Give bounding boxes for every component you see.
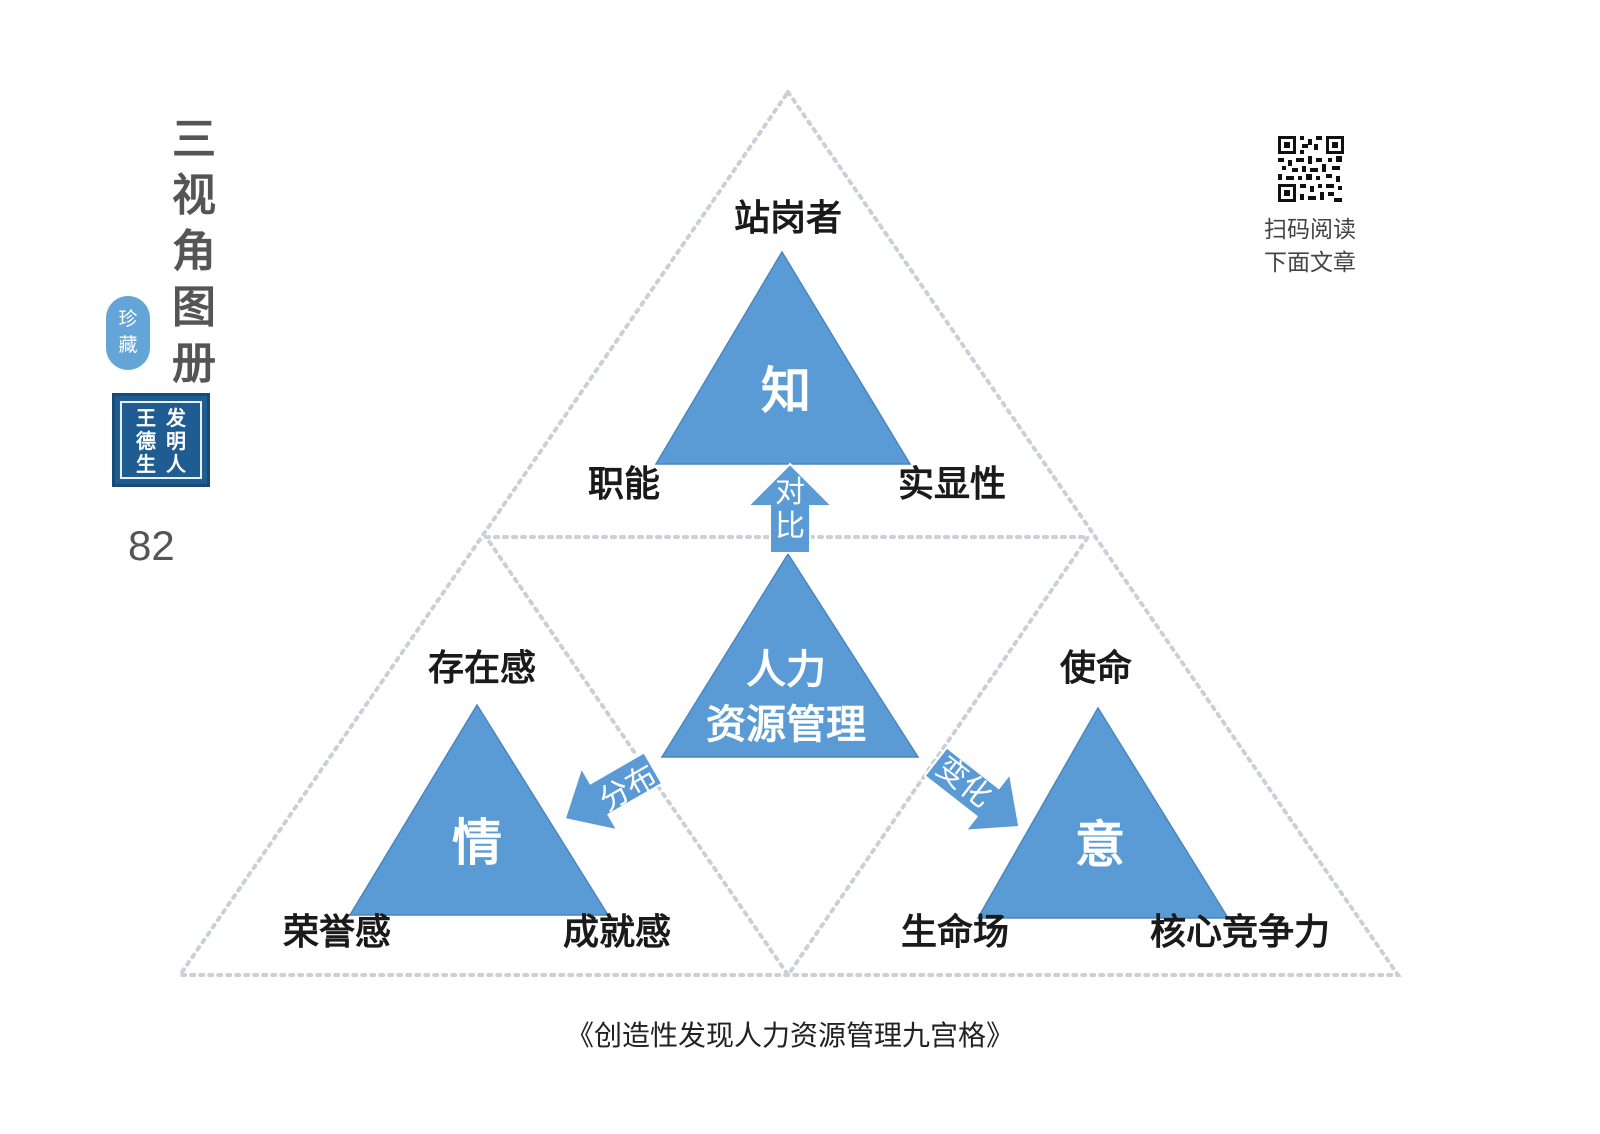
book-title-char: 册 (172, 338, 216, 389)
center-label-line1: 人力 (746, 647, 826, 693)
book-title-char: 角 (172, 226, 216, 277)
inventor-seal: 发 明 人 王 德 生 (112, 393, 210, 487)
up-arrow-label-2: 比 (775, 509, 805, 544)
top-left-label: 职能 (588, 463, 660, 505)
book-title-char: 图 (172, 282, 216, 333)
left-apex-label: 存在感 (428, 647, 536, 689)
seal-char: 明 (166, 429, 186, 453)
book-title-char: 三 (172, 114, 216, 165)
qr-code-icon[interactable] (1278, 136, 1344, 202)
left-right-label: 成就感 (563, 911, 671, 953)
center-triangle (660, 552, 920, 758)
right-triangle (976, 706, 1230, 919)
collection-stamp: 珍 藏 (106, 296, 150, 370)
seal-char: 德 (136, 429, 156, 453)
seal-char: 王 (136, 406, 156, 430)
book-title: 三 视 角 图 册 (166, 112, 222, 392)
stamp-char: 藏 (118, 334, 138, 356)
up-arrow-label-1: 对 (775, 475, 805, 510)
up-arrow (745, 462, 835, 554)
right-left-label: 生命场 (901, 911, 1009, 953)
qr-caption: 扫码阅读 下面文章 (1250, 214, 1370, 280)
diagram-caption: 《创造性发现人力资源管理九宫格》 (566, 1019, 1014, 1052)
center-label-line2: 资源管理 (706, 702, 866, 748)
seal-column-left: 王 德 生 (136, 407, 156, 477)
seal-char: 生 (136, 452, 156, 476)
left-center-label: 情 (452, 814, 502, 872)
qr-caption-line: 下面文章 (1264, 250, 1356, 276)
seal-char: 发 (166, 406, 186, 430)
right-right-label: 核心竞争力 (1150, 911, 1330, 953)
left-arrow (563, 751, 664, 832)
left-left-label: 荣誉感 (283, 911, 391, 953)
top-center-label: 知 (761, 362, 811, 420)
seal-char: 人 (166, 452, 186, 476)
top-apex-label: 站岗者 (734, 197, 842, 239)
right-center-label: 意 (1075, 816, 1125, 874)
book-title-char: 视 (172, 170, 216, 221)
top-triangle (654, 250, 912, 465)
left-triangle (348, 703, 610, 916)
top-right-label: 实显性 (898, 463, 1006, 505)
page-number: 82 (128, 522, 175, 569)
right-apex-label: 使命 (1060, 647, 1132, 689)
right-arrow (923, 746, 1021, 832)
seal-column-right: 发 明 人 (166, 407, 186, 477)
qr-caption-line: 扫码阅读 (1264, 217, 1356, 243)
stamp-char: 珍 (118, 308, 138, 330)
